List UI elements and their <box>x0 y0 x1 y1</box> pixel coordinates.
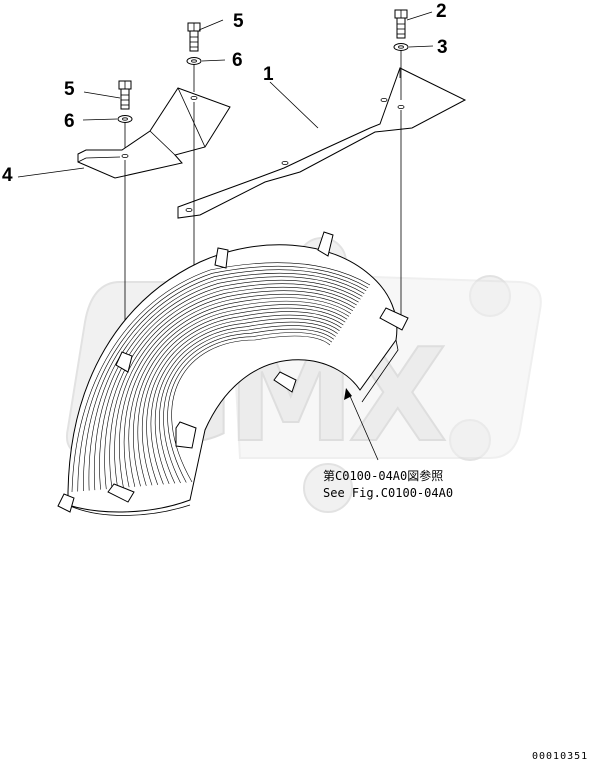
shroud-tab <box>214 247 229 269</box>
shroud-tab <box>273 371 297 393</box>
bolt-5-center <box>187 22 201 52</box>
shroud-fin-line <box>142 311 344 486</box>
shroud-tab <box>115 351 133 373</box>
callout-2: 2 <box>436 1 447 22</box>
shroud-fin-line <box>146 314 342 485</box>
washer-6-center <box>186 57 202 65</box>
callout-1: 1 <box>263 64 274 85</box>
leader-arrowhead <box>344 388 352 400</box>
callout-5-left: 5 <box>64 79 75 100</box>
drawing-serial-number: 00010351 <box>532 751 588 762</box>
callout-6-left: 6 <box>64 111 75 132</box>
shroud-fin-line <box>171 335 331 483</box>
shroud-fin-line <box>133 304 348 487</box>
callout-6-center: 6 <box>232 50 243 71</box>
shroud-fin-line <box>123 297 352 488</box>
bracket-1 <box>177 67 467 219</box>
shroud-tab <box>57 493 75 513</box>
fan-shroud <box>57 231 409 516</box>
shroud-tab <box>175 421 197 449</box>
reference-note-jp: 第C0100-04A0図参照 <box>323 468 443 483</box>
shroud-fin-line <box>71 262 371 493</box>
callout-3: 3 <box>437 37 448 58</box>
bolt-2 <box>394 9 408 39</box>
callout-4: 4 <box>2 165 13 186</box>
callout-5-center: 5 <box>233 11 244 32</box>
shroud-tab <box>317 231 334 257</box>
leader-lines <box>17 11 434 461</box>
shroud-fin-line <box>119 293 354 488</box>
reference-note-en: See Fig.C0100-04A0 <box>323 486 453 500</box>
shroud-fin-line <box>77 265 369 492</box>
shroud-tab <box>379 307 409 331</box>
shroud-fin-line <box>159 325 336 484</box>
shroud-fin-line <box>128 300 350 487</box>
washer-6-left <box>117 115 133 123</box>
shroud-fin-line <box>167 332 333 483</box>
shroud-fin-line <box>154 321 338 485</box>
shroud-fin-line <box>163 328 334 484</box>
shroud-fin-line <box>114 290 355 489</box>
shroud-fin-line <box>150 318 340 485</box>
shroud-tab <box>107 483 135 503</box>
bracket-4 <box>77 87 231 179</box>
bolt-5-left <box>118 80 132 110</box>
washer-3 <box>393 43 409 51</box>
shroud-fin-line <box>137 307 346 486</box>
shroud-fin-line <box>83 269 367 492</box>
